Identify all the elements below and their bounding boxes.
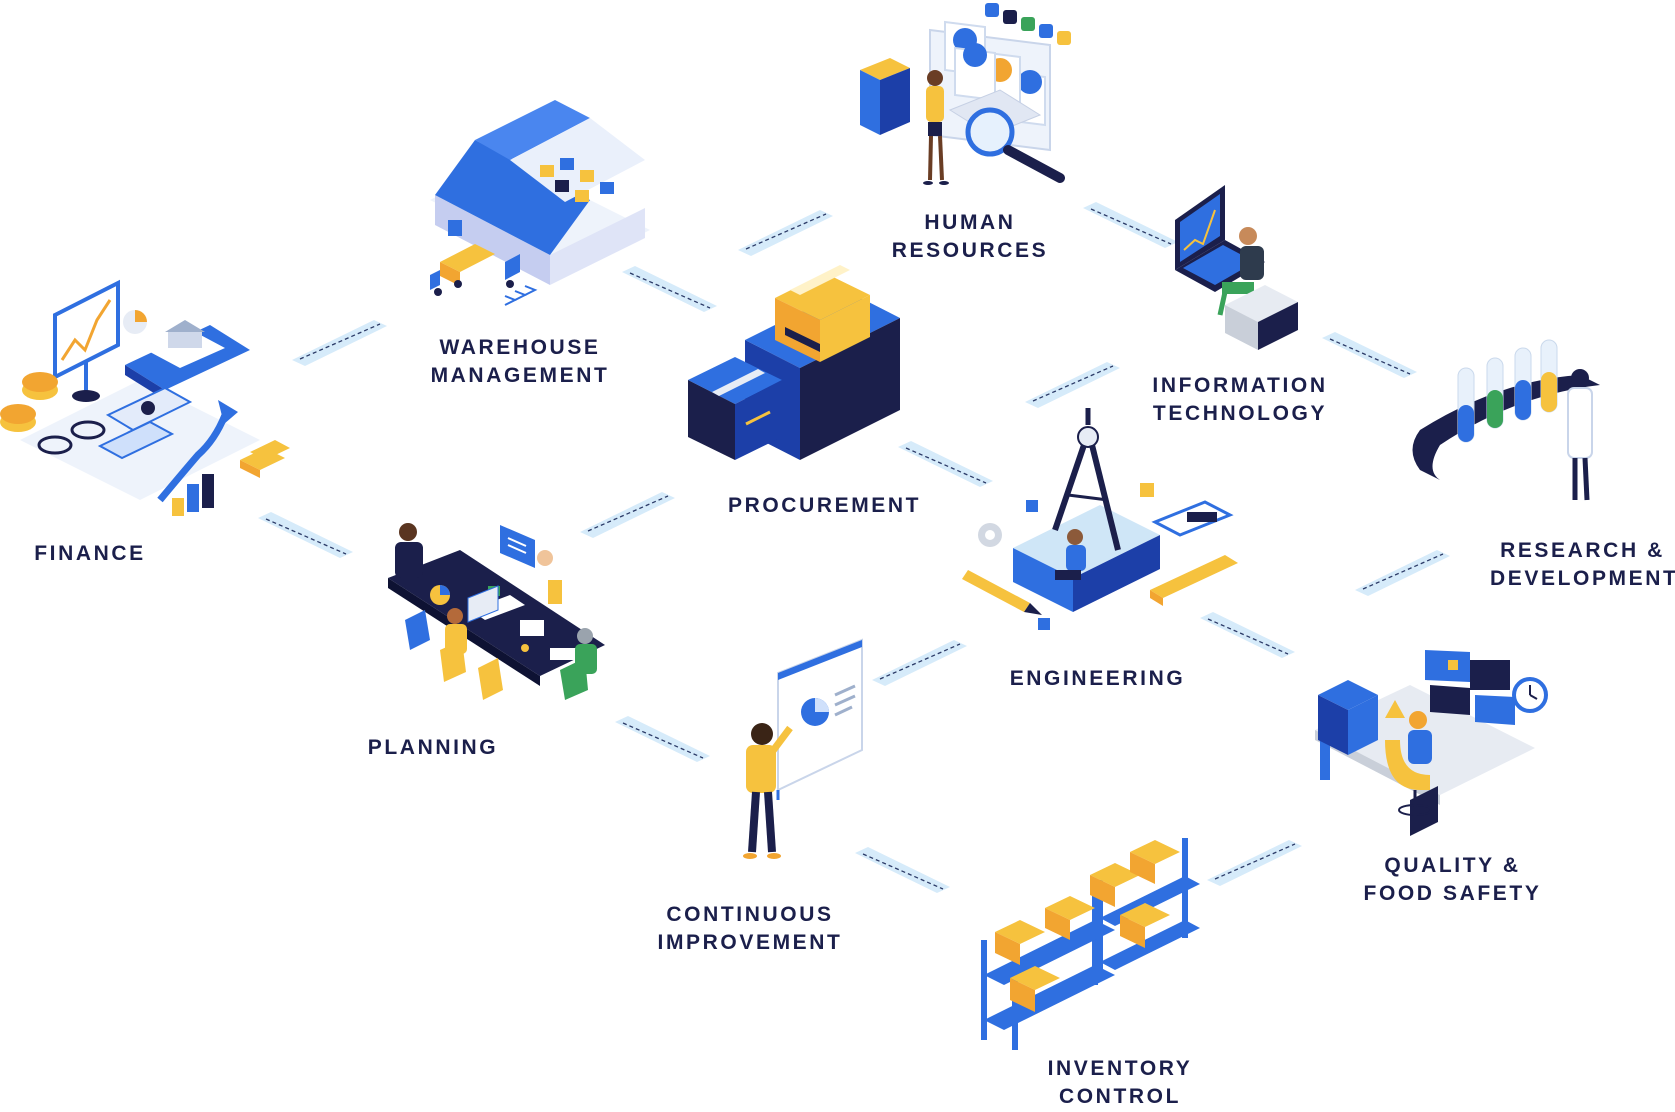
connector-procurement-hr (737, 209, 834, 257)
label-research-development: RESEARCH &DEVELOPMENT (1490, 539, 1675, 590)
human-resources-icon (860, 3, 1071, 185)
label-quality-food-safety: QUALITY &FOOD SAFETY (1363, 854, 1542, 905)
shelves-icon (981, 838, 1200, 1050)
connector-engineering-improvement (871, 639, 968, 687)
connector-engineering-it (1024, 361, 1121, 409)
connector-research-quality (1354, 549, 1451, 597)
test-tubes-icon (1412, 339, 1600, 501)
connector-procurement-engineering (897, 440, 994, 488)
connector-procurement-planning (579, 491, 676, 539)
compass-icon (962, 408, 1238, 630)
monitoring-desk-icon (1315, 650, 1548, 836)
presenter-icon (743, 638, 863, 859)
label-planning: PLANNING (367, 736, 499, 759)
label-procurement: PROCUREMENT (728, 494, 922, 517)
connector-it-research (1321, 331, 1418, 379)
warehouse-icon (430, 100, 650, 306)
connector-engineering-quality (1199, 611, 1296, 659)
meeting-table-icon (388, 523, 605, 700)
connector-warehouse-procurement (621, 265, 718, 313)
label-finance: FINANCE (34, 542, 146, 565)
connector-planning-improvement (614, 715, 711, 763)
connector-inventory-quality (1206, 839, 1303, 887)
boxes-icon (688, 265, 900, 460)
label-engineering: ENGINEERING (1009, 667, 1186, 690)
connector-finance-warehouse (291, 319, 388, 367)
connector-hr-it (1082, 201, 1179, 249)
finance-icon (0, 279, 290, 516)
connector-finance-planning (257, 511, 354, 559)
connector-improvement-inventory (854, 846, 951, 894)
computer-icon (1175, 185, 1298, 350)
